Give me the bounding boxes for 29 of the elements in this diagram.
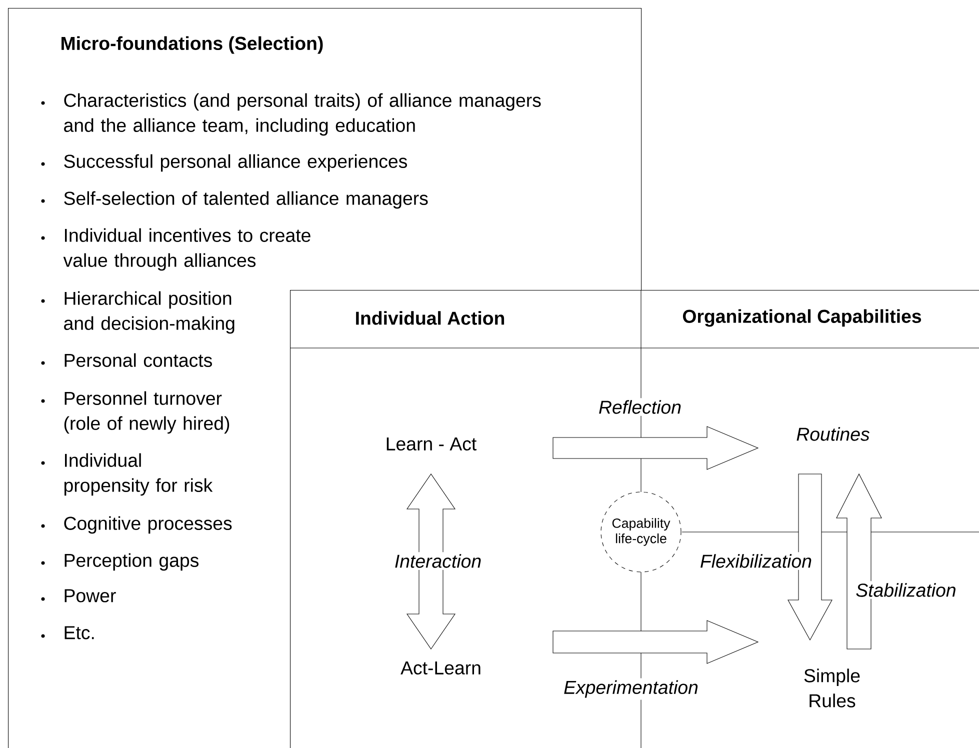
- mode-label: Learn - Act: [386, 437, 476, 451]
- bullet-item: Personal contacts: [41, 353, 212, 367]
- column-heading: Organizational Capabilities: [682, 309, 922, 327]
- bullet-item: Self-selection of talented alliance managers: [41, 191, 428, 209]
- edge-label: Flexibilization: [698, 552, 814, 570]
- bullet-item: Personnel turnover (role of newly hired): [41, 391, 230, 434]
- capability-label: Routines: [796, 427, 870, 441]
- edge-label: Experimentation: [562, 678, 700, 700]
- block-arrow: [788, 474, 832, 641]
- mode-label: Act-Learn: [400, 661, 480, 675]
- bullet-item: Hierarchical position and decision-making: [41, 291, 234, 334]
- block-arrow: [836, 473, 882, 650]
- bullet-item: Individual incentives to create value through alliances: [41, 228, 310, 271]
- panel-heading: Micro-foundations (Selection): [62, 36, 323, 54]
- bullet-item: Characteristics (and personal traits) of alliance managers and the alliance team, including education: [41, 93, 541, 136]
- edge-label: Interaction: [392, 552, 484, 570]
- column-heading: Individual Action: [356, 311, 504, 325]
- bullet-item: Power: [41, 589, 116, 602]
- edge-label: Stabilization: [854, 581, 958, 599]
- block-arrow: [406, 474, 456, 650]
- block-arrow: [552, 620, 759, 664]
- bullet-item: Successful personal alliance experiences: [41, 154, 407, 172]
- edge-label: Reflection: [596, 398, 684, 416]
- bullet-item: Perception gaps: [41, 553, 198, 571]
- bullet-item: Etc.: [41, 626, 94, 640]
- block-arrow: [552, 426, 759, 470]
- bullet-item: Cognitive processes: [41, 516, 232, 534]
- capability-label: Simple Rules: [804, 668, 860, 708]
- bullet-item: Individual propensity for risk: [41, 453, 213, 496]
